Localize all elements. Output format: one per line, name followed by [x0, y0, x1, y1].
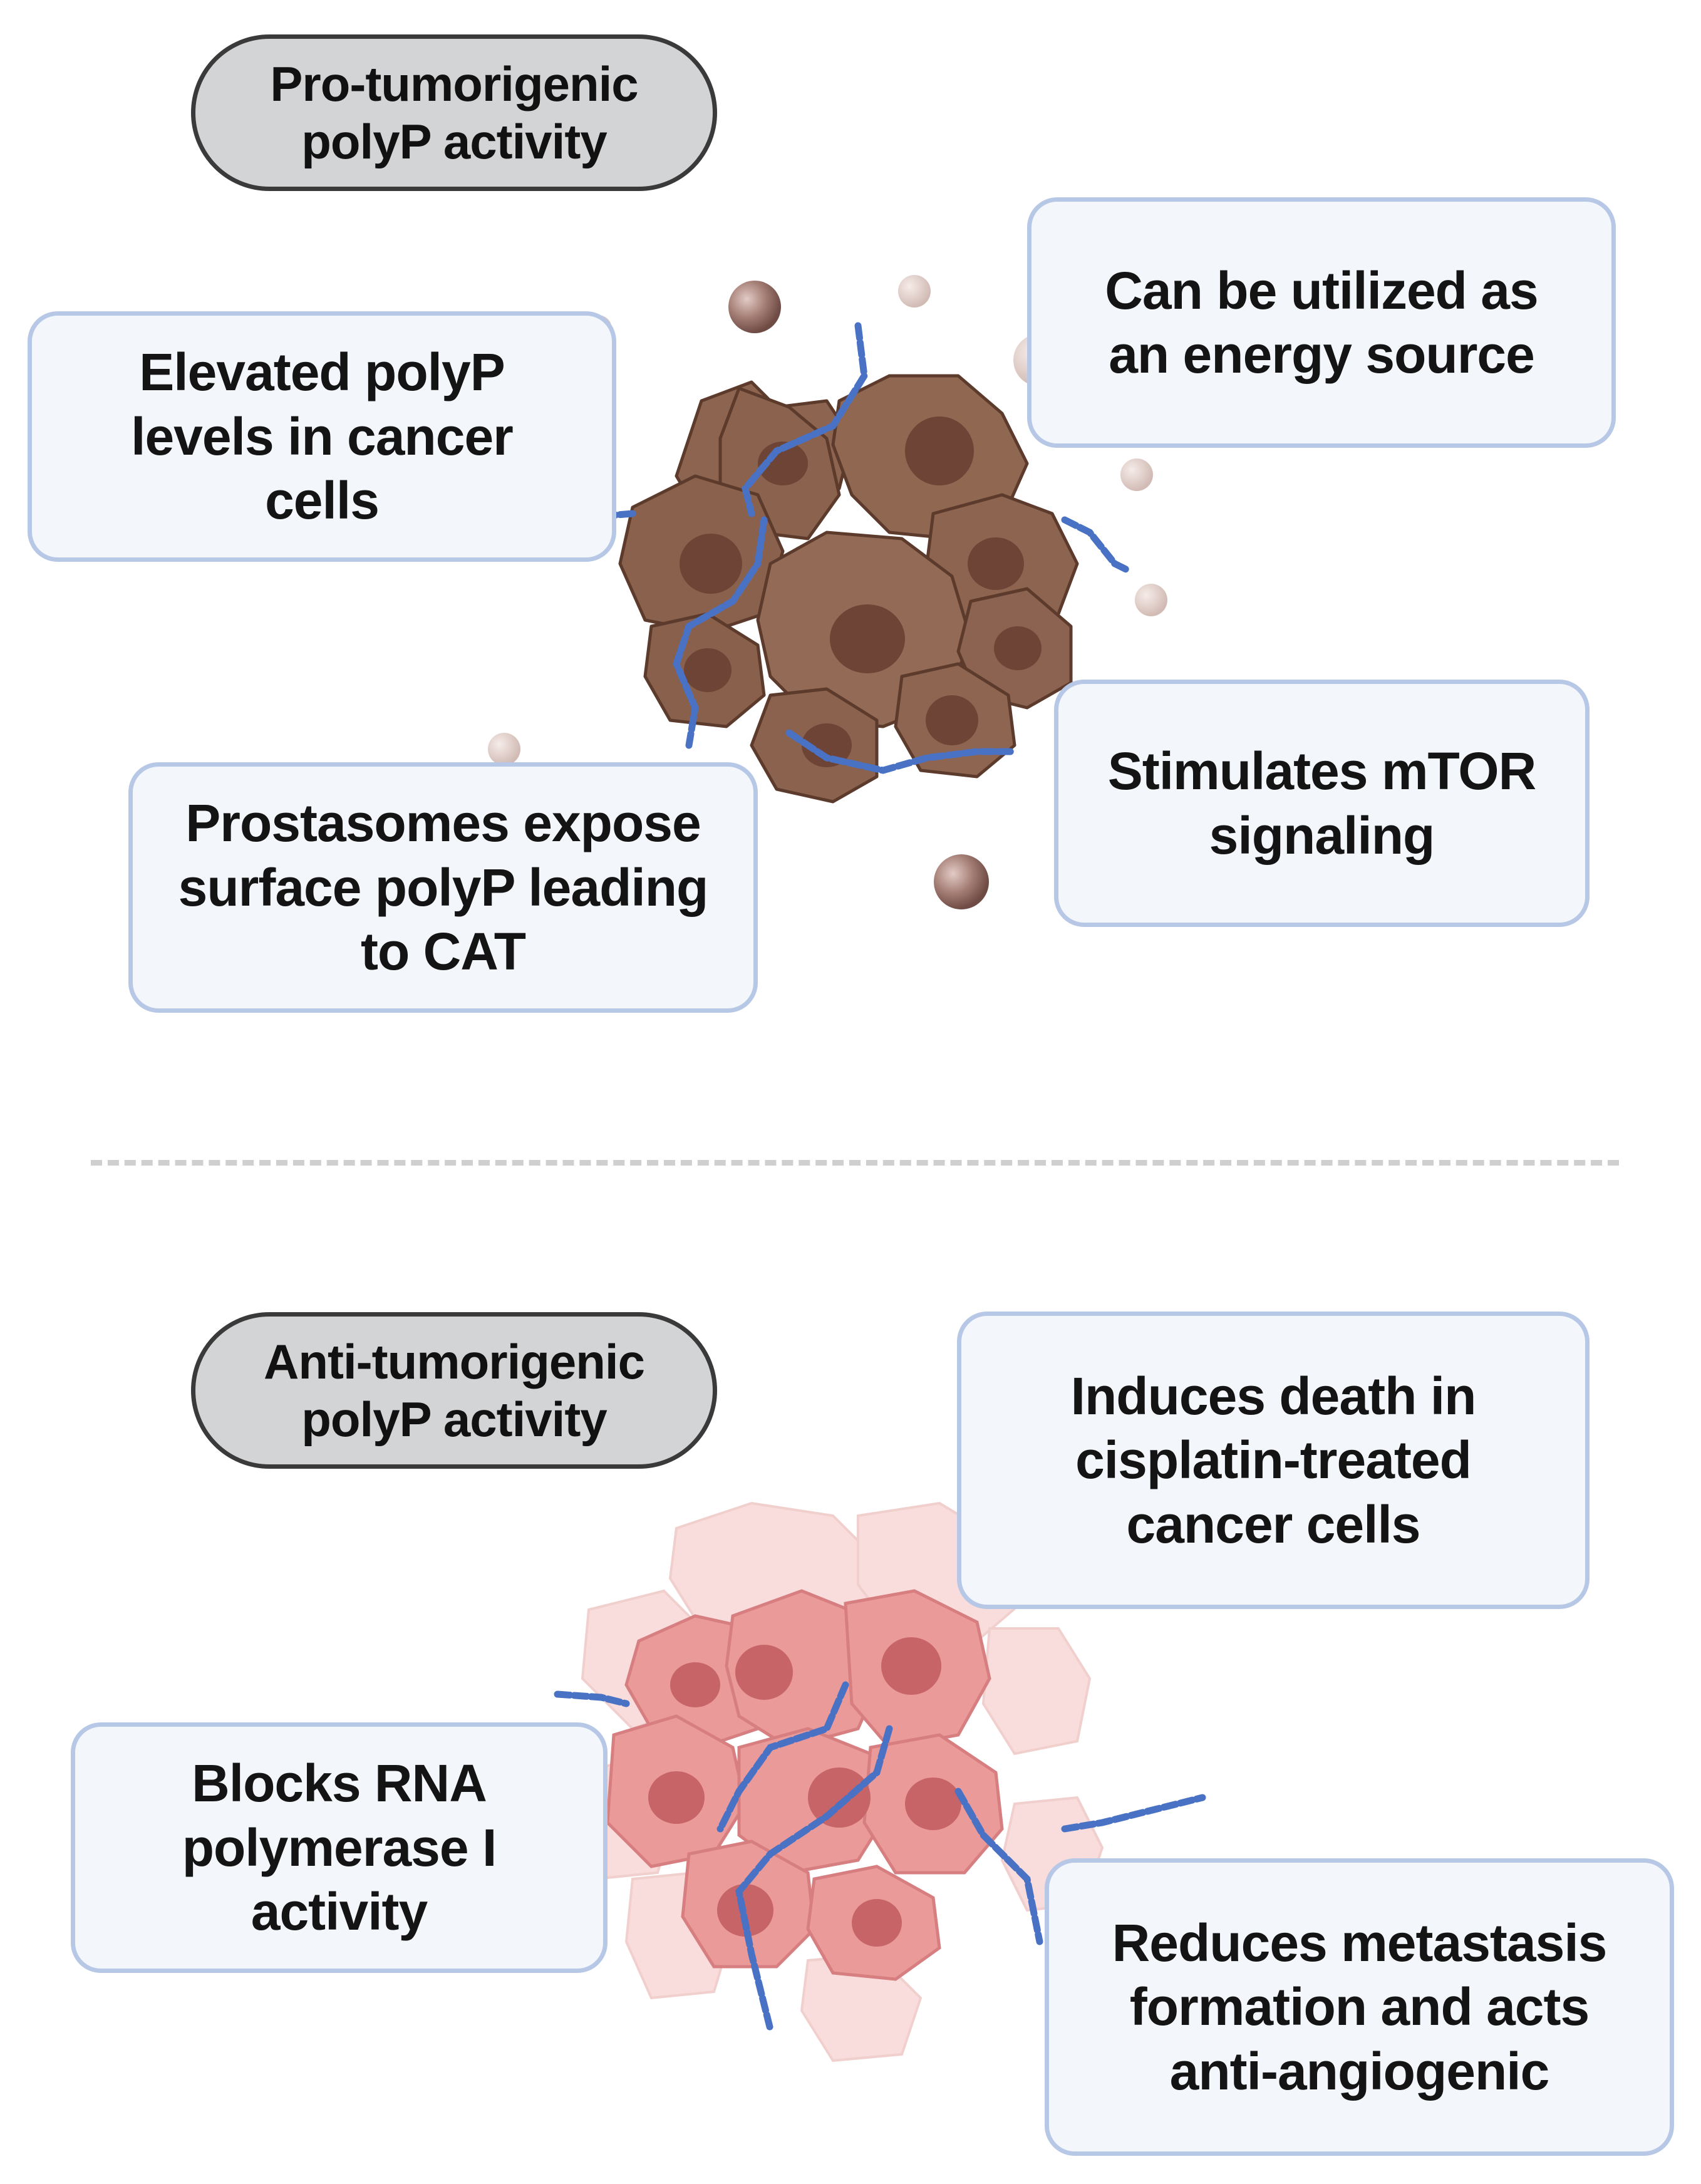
box-elevated-polyp: Elevated polyP levels in cancer cells — [28, 311, 616, 562]
anti-tumorigenic-title: Anti-tumorigenic polyP activity — [191, 1312, 717, 1469]
anti-polyp-chains — [554, 1681, 1206, 2033]
section-divider — [91, 1160, 1619, 1166]
dying-cell-cluster-icon — [554, 1501, 1206, 2062]
box-metastasis-text: Reduces metastasis formation and acts an… — [1112, 1913, 1608, 2101]
brown-nuclei — [680, 417, 1042, 767]
pink-nuclei — [648, 1637, 961, 1947]
box-energy-source: Can be utilized as an energy source — [1027, 197, 1616, 448]
box-rna-polymerase-text: Blocks RNA polymerase I activity — [182, 1754, 497, 1942]
box-prostasomes: Prostasomes expose surface polyP leading… — [128, 762, 758, 1013]
box-prostasomes-text: Prostasomes expose surface polyP leading… — [178, 794, 709, 981]
box-mtor-text: Stimulates mTOR signaling — [1107, 742, 1537, 865]
box-cisplatin-text: Induces death in cisplatin-treated cance… — [1070, 1366, 1477, 1554]
box-elevated-polyp-text: Elevated polyP levels in cancer cells — [131, 343, 514, 530]
pro-tumorigenic-title: Pro-tumorigenic polyP activity — [191, 34, 717, 191]
polyp-chains — [560, 322, 1131, 774]
box-mtor: Stimulates mTOR signaling — [1054, 680, 1590, 927]
box-metastasis: Reduces metastasis formation and acts an… — [1045, 1858, 1674, 2156]
box-rna-polymerase: Blocks RNA polymerase I activity — [71, 1722, 608, 1973]
anti-tumorigenic-title-text: Anti-tumorigenic polyP activity — [264, 1333, 645, 1447]
pro-tumorigenic-title-text: Pro-tumorigenic polyP activity — [270, 56, 638, 169]
box-cisplatin: Induces death in cisplatin-treated cance… — [957, 1312, 1590, 1609]
cancer-cell-cluster-icon — [435, 275, 1167, 909]
box-energy-source-text: Can be utilized as an energy source — [1105, 261, 1538, 384]
